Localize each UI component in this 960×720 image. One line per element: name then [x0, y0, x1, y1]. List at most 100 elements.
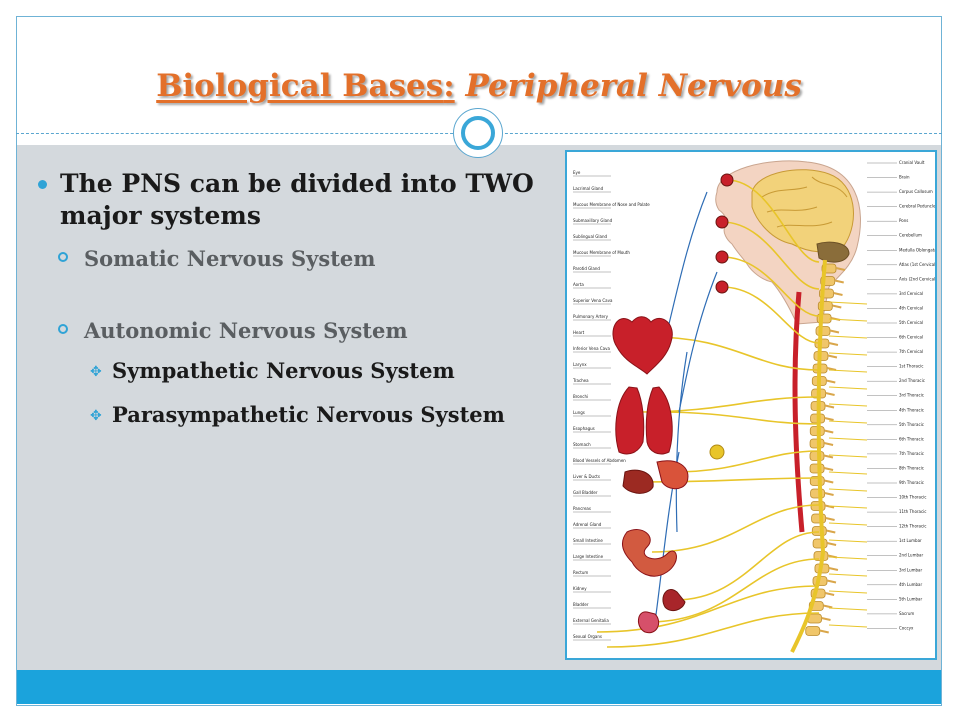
- vertebra-process: [824, 492, 834, 496]
- gland-shape-1: [715, 215, 729, 229]
- vertebra-label: Cranial Vault: [899, 160, 925, 165]
- stomach-shape: [656, 460, 689, 490]
- subsub-bullet-parasympathetic: ✥ Parasympathetic Nervous System: [38, 402, 512, 428]
- vertebra: [809, 463, 825, 474]
- nerve-branch: [651, 336, 820, 371]
- vertebra-process: [824, 404, 835, 409]
- organ-label: Blood Vessels of Abdomen: [573, 458, 626, 463]
- vertebra-label: Sacrum: [899, 611, 914, 616]
- vertebra-label: 4th Cervical: [899, 305, 923, 310]
- vertebra: [805, 626, 821, 636]
- ganglion-shape: [709, 444, 725, 460]
- kidney-shape: [662, 589, 686, 612]
- organ-label: Sexual Organs: [573, 634, 602, 639]
- vertebra-process: [824, 479, 834, 484]
- organ-label: Gall Bladder: [573, 490, 598, 495]
- blood-vessel: [666, 191, 708, 333]
- subsub-bullet-sympathetic: ✥ Sympathetic Nervous System: [38, 358, 472, 384]
- vertebra-label: 3rd Cervical: [899, 291, 923, 296]
- slide-title: Biological Bases: Peripheral Nervous: [16, 68, 942, 104]
- sub-bullet-autonomic: Autonomic Nervous System: [38, 317, 558, 345]
- bullet-list: The PNS can be divided into TWO major sy…: [38, 168, 558, 428]
- nerve-branch: [828, 437, 868, 441]
- nerve-branch: [828, 420, 868, 424]
- blood-vessel: [675, 351, 688, 533]
- vertebra: [810, 488, 825, 499]
- nerve-branch: [828, 454, 868, 458]
- vertebra-label: Cerebral Peduncle: [899, 204, 935, 209]
- vertebra-label: Pons: [899, 218, 908, 223]
- vertebra: [810, 501, 826, 511]
- vertebra-process: [819, 629, 829, 634]
- nerve-branch: [656, 411, 820, 425]
- nerve-branch: [721, 256, 820, 317]
- vertebra-process: [827, 354, 838, 359]
- intestine-shape: [621, 529, 677, 577]
- nerve-branch: [828, 522, 868, 526]
- nerve-branch: [651, 504, 820, 553]
- hollow-circle-bullet-icon: [58, 324, 68, 334]
- vertebra-process: [823, 442, 834, 446]
- vertebra-process: [826, 379, 836, 384]
- heart-shape: [612, 316, 673, 375]
- vertebra-label: 1st Thoracic: [899, 364, 924, 369]
- vertebra: [812, 538, 828, 549]
- organ-label: Mucous Membrane of Mouth: [573, 250, 630, 255]
- nerve-branch: [828, 369, 868, 373]
- gland-shape-2: [715, 250, 729, 264]
- left-lung-shape: [615, 386, 645, 455]
- nerve-branch: [721, 221, 820, 290]
- vertebra-label: 5th Thoracic: [899, 422, 924, 427]
- vertebra-label: 2nd Thoracic: [899, 378, 925, 383]
- vertebra: [811, 513, 827, 524]
- organ-label: Pancreas: [573, 506, 591, 511]
- ring-inner: [461, 116, 495, 150]
- vertebra-process: [833, 292, 843, 296]
- vertebra-label: 5th Lumbar: [899, 596, 923, 601]
- bullet-dot-icon: [38, 180, 47, 189]
- organ-label: Submaxillary Gland: [573, 218, 613, 223]
- nerve-branch: [828, 607, 868, 611]
- organ-label: External Genitalia: [573, 618, 609, 623]
- vertebra-process: [829, 329, 840, 334]
- title-subtitle: Peripheral Nervous: [454, 68, 802, 104]
- spinal-cord: [790, 259, 827, 653]
- vertebra-label: Coccyx: [899, 625, 914, 630]
- bullet-main-text: The PNS can be divided into TWO major sy…: [60, 169, 534, 230]
- vertebra-process: [828, 342, 839, 346]
- subsub-bullet-parasympathetic-text: Parasympathetic Nervous System: [112, 402, 505, 427]
- vertebra-label: 7th Cervical: [899, 349, 923, 354]
- vertebra-process: [826, 542, 837, 546]
- bladder-shape: [638, 611, 660, 634]
- vertebra-process: [821, 617, 831, 621]
- vertebra-label: Corpus Callosum: [899, 189, 933, 194]
- organ-label: Bladder: [573, 602, 589, 607]
- vertebra-process: [823, 604, 833, 609]
- nerve-branch: [596, 585, 820, 633]
- vertebra-label: 10th Thoracic: [899, 495, 927, 500]
- organ-label: Lacrimal Gland: [573, 186, 604, 191]
- organ-label: Trachea: [572, 378, 589, 383]
- vertebra: [809, 451, 825, 461]
- vertebra-process: [825, 517, 835, 521]
- organ-label: Eye: [573, 170, 581, 175]
- nerve-branch: [828, 539, 868, 543]
- organs: [612, 173, 734, 634]
- organ-label: Inferior Vena Cava: [573, 346, 610, 351]
- vertebra-process: [824, 417, 834, 421]
- vertebra-process: [826, 529, 836, 534]
- cerebellum-shape: [816, 241, 850, 263]
- title-area: Biological Bases: Peripheral Nervous: [16, 16, 942, 134]
- vertebra-process: [828, 567, 839, 571]
- eye-shape: [720, 173, 734, 187]
- organ-label: Rectum: [573, 570, 588, 575]
- gland-shape-3: [715, 280, 729, 294]
- brain-shape: [751, 169, 854, 253]
- vertebra-label: 12th Thoracic: [899, 524, 927, 529]
- vertebra-label: 6th Thoracic: [899, 436, 924, 441]
- vertebra-label: 11th Thoracic: [899, 509, 927, 514]
- nerve-branch: [721, 286, 820, 344]
